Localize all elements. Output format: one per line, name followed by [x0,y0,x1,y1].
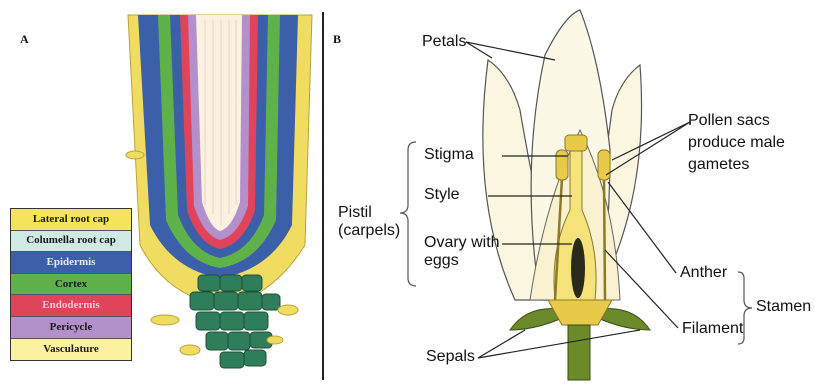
flower-anther-right [598,150,610,180]
label-stamen: Stamen [756,298,811,316]
tissue-legend: Lateral root cap Columella root cap Epid… [10,208,132,361]
label-style: Style [424,186,460,204]
flower-stigma-shape [565,135,587,151]
legend-item: Epidermis [11,252,131,274]
label-stigma: Stigma [424,146,474,164]
flower-filament-right [604,178,605,300]
legend-item: Pericycle [11,317,131,339]
label-filament: Filament [682,320,743,338]
legend-item: Vasculature [11,339,131,361]
legend-item: Endodermis [11,295,131,317]
flower-ovary-cavity [571,238,585,298]
label-sepals: Sepals [426,348,475,366]
label-anther: Anther [680,264,727,282]
label-petals: Petals [422,33,466,51]
legend-item: Columella root cap [11,231,131,253]
label-pistil: Pistil (carpels) [338,204,404,240]
legend-item: Lateral root cap [11,209,131,231]
label-pollen-sacs: Pollen sacs produce male gametes [688,110,800,176]
label-ovary: Ovary with eggs [424,234,500,270]
flower-receptacle [548,300,612,325]
flower-stem [568,325,590,380]
flower-anther-left [556,150,568,180]
legend-item: Cortex [11,274,131,296]
